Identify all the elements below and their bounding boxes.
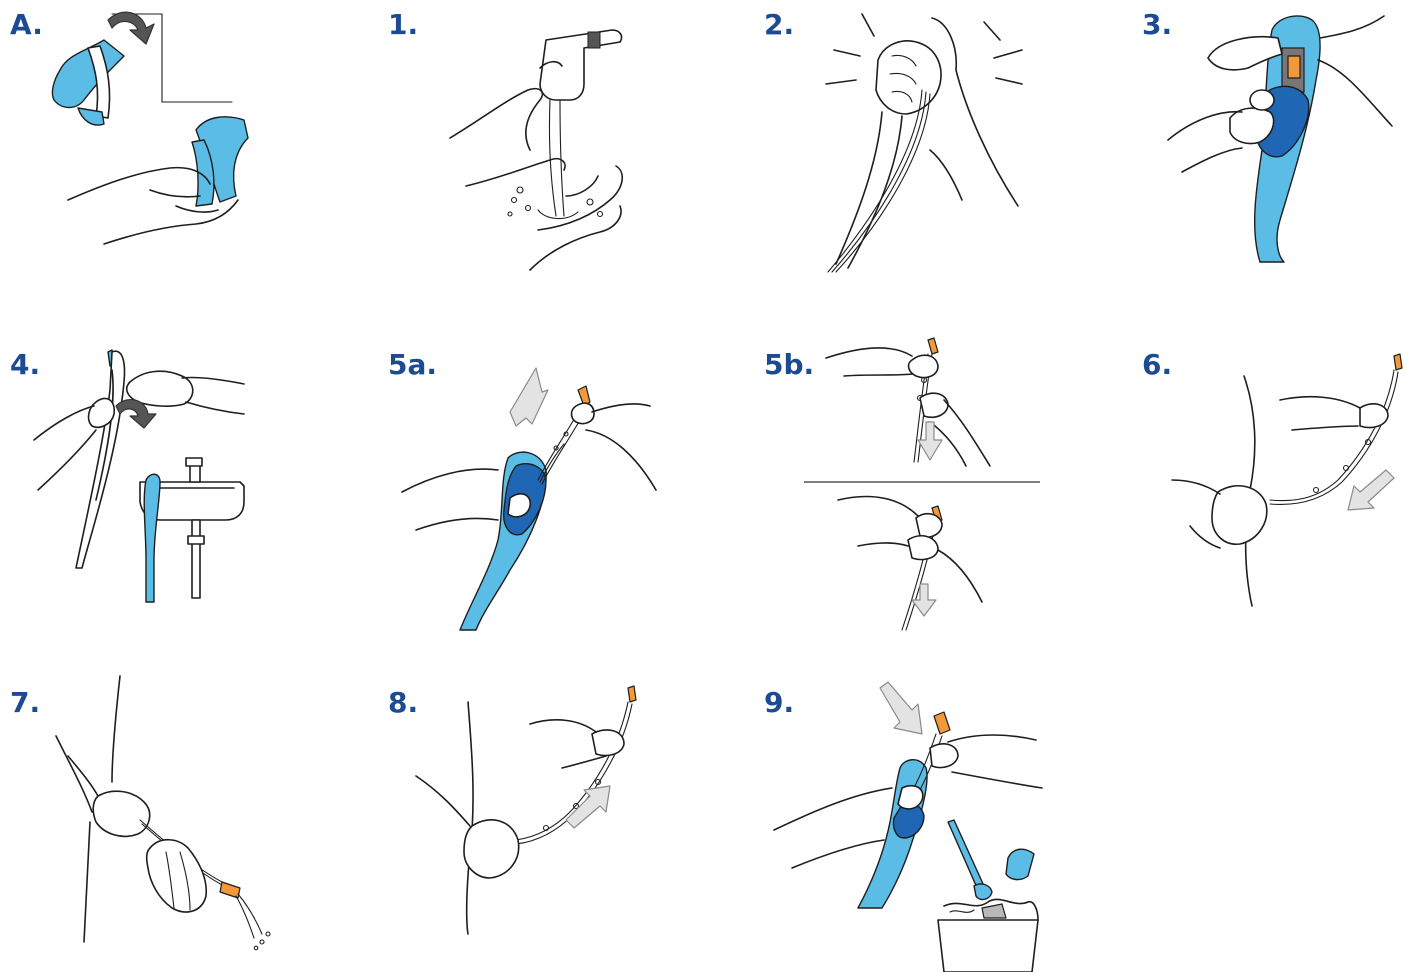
step-6-illustration	[1132, 330, 1413, 630]
step-7: 7.	[0, 672, 330, 972]
step-3-illustration	[1132, 0, 1413, 290]
step-5b-illustration	[752, 330, 1092, 630]
step-4: 4.	[0, 330, 330, 630]
step-a: A.	[0, 0, 330, 290]
step-2-illustration	[752, 0, 1092, 290]
step-2: 2.	[752, 0, 1092, 290]
step-8-illustration	[380, 672, 720, 972]
step-5a-illustration	[380, 330, 720, 630]
step-9: 9.	[752, 672, 1092, 972]
step-1-illustration	[380, 0, 720, 290]
step-7-illustration	[0, 672, 330, 972]
step-9-illustration	[752, 672, 1092, 972]
step-a-illustration	[0, 0, 330, 290]
step-4-illustration	[0, 330, 330, 630]
step-3: 3.	[1132, 0, 1413, 290]
step-5b: 5b.	[752, 330, 1092, 630]
step-1: 1.	[380, 0, 720, 290]
step-8: 8.	[380, 672, 720, 972]
step-6: 6.	[1132, 330, 1413, 630]
step-5a: 5a.	[380, 330, 720, 630]
